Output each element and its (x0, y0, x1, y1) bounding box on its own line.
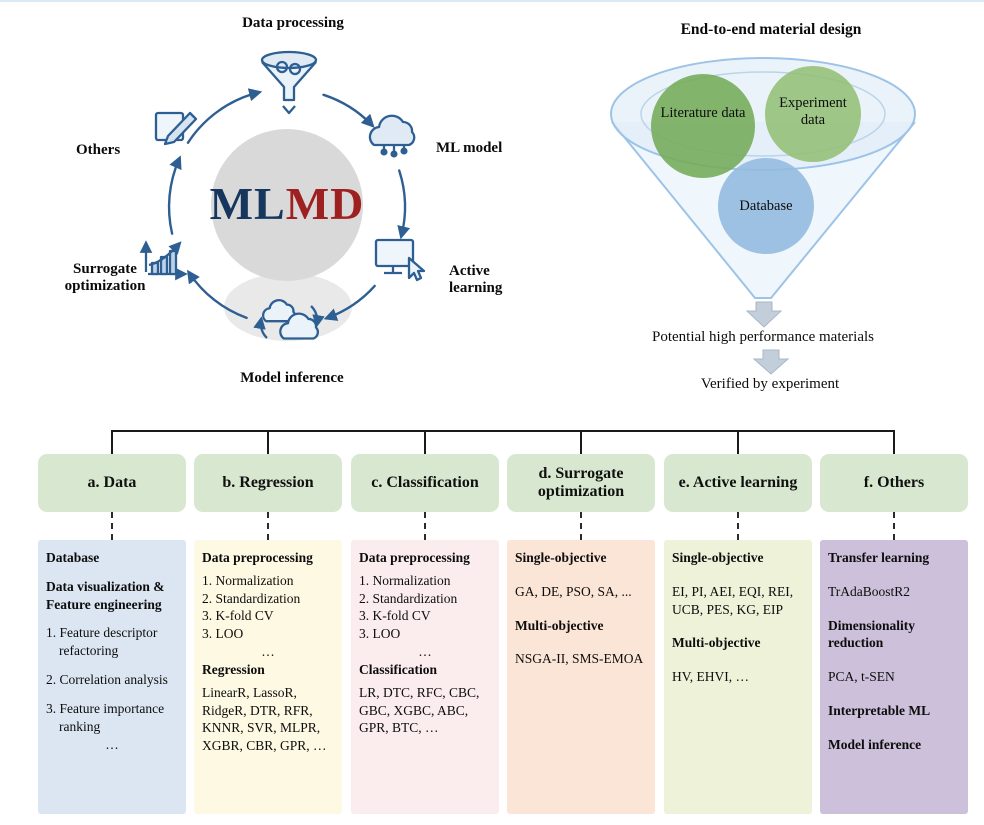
column-header: f. Others (820, 454, 968, 512)
column-header: c. Classification (351, 454, 499, 512)
funnel-title: End-to-end material design (680, 21, 862, 38)
end-to-end-diagram: End-to-end material design Literature da… (585, 2, 984, 422)
panel-text: 3. K-fold CV (359, 608, 431, 624)
panel-text: Transfer learning (828, 550, 930, 565)
panel-text: TrAdaBoostR2 (828, 583, 911, 599)
panel-text: 2. Correlation analysis (46, 672, 168, 688)
column-header: a. Data (38, 454, 186, 512)
column-panel: Single-objective EI, PI, AEI, EQI, REI, … (664, 540, 812, 814)
dashed-connector (893, 512, 895, 540)
panel-text: Classification (359, 661, 438, 677)
mlmd-wordmark: MLMD (199, 177, 375, 230)
column-panel: Data preprocessing 1. Normalization 2. S… (194, 540, 342, 814)
column-header: b. Regression (194, 454, 342, 512)
dashed-connector (424, 512, 426, 540)
panel-text: LR, DTC, RFC, CBC, GBC, XGBC, ABC, GPR, … (359, 684, 480, 736)
panel-text: Database (46, 550, 100, 565)
column-panel: Data preprocessing 1. Normalization 2. S… (351, 540, 499, 814)
mlmd-md: MD (285, 178, 365, 229)
panel-text: PCA, t-SEN (828, 669, 895, 685)
panel-text: Interpretable ML (828, 703, 931, 719)
tree-connector (111, 430, 895, 456)
dashed-connector (737, 512, 739, 540)
panel-text: Data preprocessing (359, 550, 470, 565)
panel-text: 2. Standardization (202, 590, 301, 606)
column-header: d. Surrogate optimization (507, 454, 655, 512)
cloud-network-icon (368, 114, 416, 158)
panel-text: Multi-objective (515, 617, 604, 633)
panel-text: Regression (202, 661, 265, 677)
mlmd-ml: ML (209, 178, 286, 229)
panel-text: 3. K-fold CV (202, 608, 274, 624)
chart-growth-icon (139, 240, 188, 281)
column-classification: c. Classification Data preprocessing 1. … (351, 454, 499, 814)
literature-data-bubble (651, 74, 755, 178)
mlmd-cycle-diagram: MLMD Data processing ML model Active lea… (0, 2, 560, 422)
dashed-connector (267, 512, 269, 540)
panel-text: Single-objective (672, 550, 764, 565)
monitor-hand-icon (374, 238, 426, 282)
center-circle (211, 129, 363, 281)
panel-text: 3. LOO (202, 626, 244, 642)
ml-model-label: ML model (436, 140, 503, 156)
active-learning-label: Active learning (449, 263, 503, 296)
dashed-connector (580, 512, 582, 540)
panel-text: 3. Feature importance ranking (46, 700, 165, 734)
panel-text: Data preprocessing (202, 550, 313, 565)
experiment-data-bubble (765, 66, 861, 162)
panel-text: Dimensionality reduction (828, 617, 916, 651)
panel-text: 1. Normalization (202, 572, 294, 588)
panel-text: LinearR, LassoR, RidgeR, DTR, RFR, KNNR,… (202, 684, 327, 754)
column-regression: b. Regression Data preprocessing 1. Norm… (194, 454, 342, 814)
panel-text: 2. Standardization (359, 590, 458, 606)
column-panel: Database Data visualization & Feature en… (38, 540, 186, 814)
panel-text: Single-objective (515, 550, 607, 565)
others-label: Others (76, 142, 121, 158)
column-header: e. Active learning (664, 454, 812, 512)
funnel-graphic (610, 57, 916, 375)
cycle-arrows (167, 88, 411, 321)
panel-text: … (418, 644, 432, 660)
panel-text: 3. LOO (359, 626, 401, 642)
clouds-sync-icon (253, 300, 325, 338)
down-arrow-icon (745, 301, 783, 328)
data-processing-label: Data processing (242, 15, 344, 31)
panel-text: EI, PI, AEI, EQI, REI, UCB, PES, KG, EIP (672, 583, 794, 617)
literature-data-label: Literature data (660, 105, 746, 121)
down-arrow-icon (752, 349, 790, 375)
column-data: a. Data Database Data visualization & Fe… (38, 454, 186, 814)
funnel-inner-rim (640, 71, 886, 157)
pencil-note-icon (154, 111, 198, 146)
funnel-icon (260, 50, 318, 115)
dashed-connector (111, 512, 113, 540)
column-others: f. Others Transfer learning TrAdaBoostR2… (820, 454, 968, 814)
panel-text: 1. Feature descriptor refactoring (46, 625, 158, 659)
mlmd-cycle-graphic (139, 50, 426, 341)
verified-caption: Verified by experiment (700, 376, 840, 392)
column-surrogate-optimization: d. Surrogate optimization Single-objecti… (507, 454, 655, 814)
panel-text: 1. Normalization (359, 572, 451, 588)
database-bubble (718, 158, 814, 254)
surrogate-optimization-label: Surrogate optimization (64, 261, 146, 294)
model-inference-label: Model inference (240, 370, 344, 386)
experiment-data-label: Experiment data (779, 95, 847, 129)
potential-materials-caption: Potential high performance materials (651, 329, 874, 345)
panel-text: HV, EHVI, … (672, 669, 749, 685)
panel-text: Model inference (828, 736, 922, 752)
column-active-learning: e. Active learning Single-objective EI, … (664, 454, 812, 814)
panel-text: NSGA-II, SMS-EMOA (515, 651, 644, 667)
panel-text: … (261, 644, 275, 660)
panel-text: Data visualization & Feature engineering (46, 578, 165, 612)
panel-text: … (105, 736, 119, 752)
column-panel: Single-objective GA, DE, PSO, SA, ... Mu… (507, 540, 655, 814)
column-panel: Transfer learning TrAdaBoostR2 Dimension… (820, 540, 968, 814)
database-label: Database (739, 198, 793, 214)
panel-text: GA, DE, PSO, SA, ... (515, 583, 632, 599)
panel-text: Multi-objective (672, 635, 761, 651)
